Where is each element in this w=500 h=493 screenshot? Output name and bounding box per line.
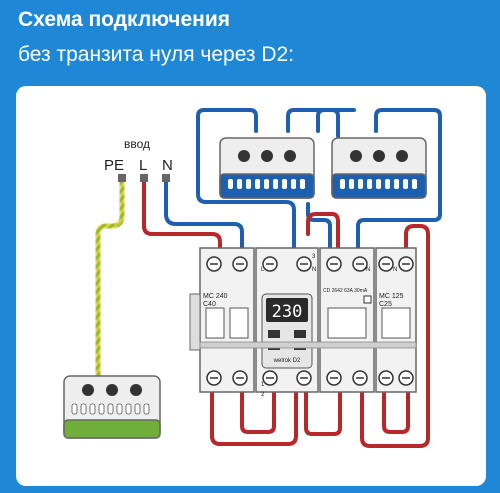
breaker-right-term-n: N <box>393 267 397 273</box>
screw-terminal-icon <box>130 384 142 396</box>
screw-terminal-icon <box>373 150 385 162</box>
neutral-jumper-wire <box>316 108 356 133</box>
breaker-left-line2: C40 <box>203 301 216 308</box>
rcd-term-n: N <box>366 267 370 273</box>
ground-terminal-block <box>63 375 161 439</box>
pe-label: PE <box>104 157 124 174</box>
page-subtitle: без транзита нуля через D2: <box>18 43 295 66</box>
l-label: L <box>139 157 147 174</box>
rcd-cd2642: N CD 2642 63A 30mA <box>319 247 375 393</box>
neutral-input-wire <box>164 174 244 258</box>
n-label: N <box>162 157 173 174</box>
plus-button-icon <box>294 330 306 338</box>
screw-terminal-icon <box>82 384 94 396</box>
l-ferrule <box>140 174 148 182</box>
din-rail <box>199 341 417 349</box>
relay-display: 230 <box>272 302 303 322</box>
neutral-load1-wire <box>196 108 296 258</box>
wiring-diagram-panel: ввод PE L N <box>16 86 486 486</box>
neutral-load2-wire <box>356 108 442 258</box>
breaker-right-line2: C25 <box>379 301 392 308</box>
screw-terminal-icon <box>238 150 250 162</box>
input-label: ввод <box>124 137 150 151</box>
neutral-load1-return <box>286 108 340 138</box>
relay-brand: welrok D2 <box>273 358 301 364</box>
phase-wires <box>142 174 430 448</box>
phase-jumper-bottom-2 <box>210 389 298 446</box>
load-terminal-block-2 <box>331 137 427 199</box>
screw-terminal-icon <box>261 150 273 162</box>
wiring-diagram: ввод PE L N <box>63 108 442 448</box>
screw-terminal-icon <box>106 384 118 396</box>
relay-term-1: 1 <box>261 382 265 388</box>
minus-button-icon <box>268 330 280 338</box>
breaker-mc125: N MC 125 C25 <box>375 247 417 393</box>
load-terminal-block-1 <box>219 137 315 199</box>
breaker-mc240: MC 240 C40 <box>189 247 255 393</box>
voltage-relay-d2: L 3 N 1 2 230 welrok D2 <box>255 247 319 398</box>
n-ferrule <box>162 174 170 182</box>
ground-wire-outline <box>97 178 123 386</box>
phase-input-wire <box>142 174 222 258</box>
relay-term-n: N <box>312 267 316 273</box>
phase-jumper-bottom-1 <box>240 389 276 434</box>
screw-terminal-icon <box>396 150 408 162</box>
phase-rcd-to-breaker <box>360 224 430 448</box>
test-button-icon <box>363 295 372 304</box>
relay-term-l: L <box>261 267 265 273</box>
breaker-right-line1: MC 125 <box>379 293 404 300</box>
pe-ferrule <box>118 174 126 182</box>
breaker-left-line1: MC 240 <box>203 293 228 300</box>
relay-term-3: 3 <box>312 254 316 260</box>
phase-jumper-bottom-3 <box>304 389 342 436</box>
phase-jumper-bottom-4 <box>382 389 410 434</box>
phase-relay-out <box>306 212 340 258</box>
page-title: Схема подключения <box>18 8 231 31</box>
screw-terminal-icon <box>284 150 296 162</box>
relay-term-2: 2 <box>261 392 265 398</box>
screw-terminal-icon <box>350 150 362 162</box>
rcd-label: CD 2642 63A 30mA <box>323 288 368 294</box>
ground-wire <box>95 175 125 389</box>
